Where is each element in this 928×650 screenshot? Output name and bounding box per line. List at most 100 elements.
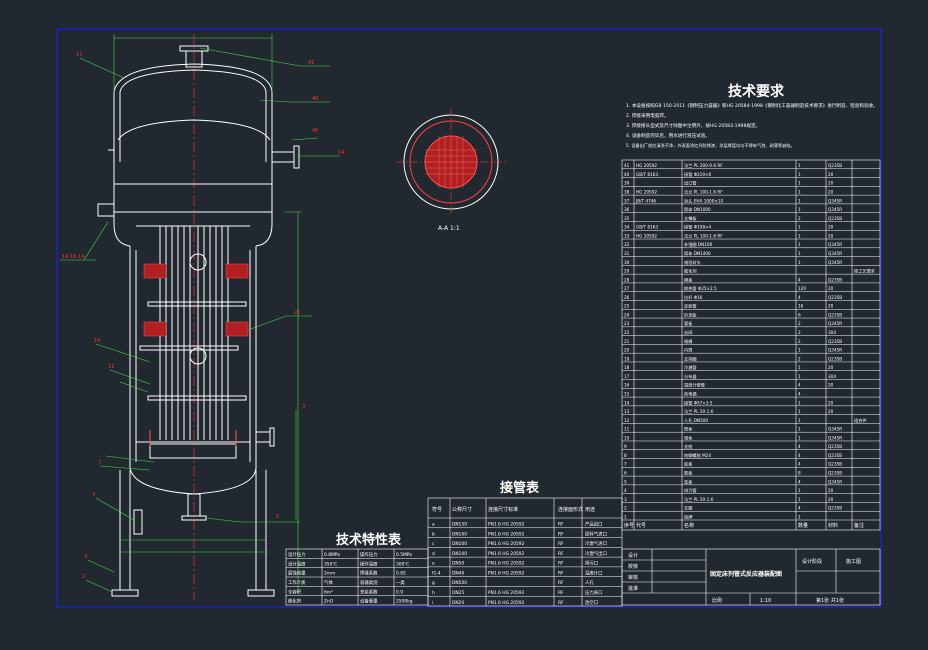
bom-cell: 20 (828, 400, 834, 405)
bom-cell: 1 (798, 435, 801, 440)
drawing-name: 固定床列管式反应器装配图 (710, 570, 782, 578)
stage-label: 设计阶段 (802, 558, 822, 565)
nozzle-header-cell: 用途 (585, 506, 595, 513)
bom-cell: 1 (798, 409, 801, 414)
bom-cell: 6 (798, 312, 801, 317)
nameplate (133, 509, 143, 535)
bom-cell: 37 (624, 198, 630, 203)
bom-header-cell: 序号 (624, 522, 634, 529)
nozzle-cell: DN25 (452, 590, 464, 596)
nozzle-cell: PN1.6 HG 20592 (488, 531, 525, 537)
svg-text:3: 3 (84, 554, 87, 560)
bom-cell: 丝网 (684, 329, 692, 336)
nozzle-cell: 冷激气进口 (585, 540, 607, 547)
bom-cell: Q235B (828, 277, 842, 282)
nozzle-cell: RF (558, 522, 564, 528)
side-nozzle-upper-right (271, 151, 295, 163)
nozzle-cell: DN20 (452, 600, 464, 606)
bom-cell: GB/T 8163 (636, 225, 658, 230)
nozzle-cell: e (432, 562, 435, 567)
bom-cell: Q345R (828, 260, 842, 265)
bom-cell: 1 (798, 514, 801, 519)
char-cell: 设计压力 (288, 551, 306, 558)
bom-cell: 筋板 (684, 469, 693, 476)
bom-cell: Q235B (828, 470, 842, 475)
bom-cell: 温度计套管 (684, 382, 705, 389)
char-cell: 0.8MPa (324, 552, 340, 558)
technical-requirements: 技术要求 1. 本设备按照GB 150-2011《钢制压力容器》和HG 2058… (626, 83, 878, 149)
bom-cell: 13 (624, 409, 630, 414)
tb-review-label: 审核 (628, 574, 638, 581)
char-cell: 设计温度 (288, 560, 306, 567)
bom-cell: 8 (798, 470, 801, 475)
bom-cell: 催化剂 (684, 268, 697, 275)
char-cell: 一类 (396, 579, 405, 586)
nozzle-cell: 冷激气出口 (585, 550, 607, 557)
bom-cell: 26 (624, 295, 630, 300)
bom-cell: 接管 Φ108×4 (684, 224, 712, 231)
bom-cell: 17 (624, 374, 630, 379)
char-cell: 催化剂 (288, 598, 302, 605)
nozzle-cell: d (432, 551, 435, 557)
bom-cell: 38 (624, 190, 630, 195)
bom-cell: 25 (624, 304, 630, 309)
bom-cell: 筒体 (684, 426, 693, 433)
side-nozzle-left (97, 203, 115, 217)
bom-cell: 4 (798, 462, 801, 467)
reactor-elevation-view (97, 34, 300, 600)
char-row-lines (286, 558, 428, 596)
bom-cell: 封头 EHA 1000×10 (684, 197, 724, 204)
char-cell: ZnO (324, 599, 334, 605)
baffle-1 (147, 301, 247, 307)
bom-cell: 30 (624, 260, 630, 265)
upper-head-inner (119, 69, 267, 93)
bom-cell: 2 (798, 339, 801, 344)
bom-cell: 1 (798, 260, 801, 265)
bom-cell: 22 (624, 330, 630, 335)
bom-cell: 地脚螺栓 M24 (684, 452, 711, 459)
char-cell: 操作压力 (360, 551, 378, 558)
reducer-right (255, 212, 273, 247)
part-numbers: 17 41 40 45 14 14 16 14 14 11 21 4 3 2 5… (62, 52, 344, 580)
tech-req-title: 技术要求 (728, 83, 785, 100)
bom-cell: 18 (624, 365, 630, 370)
bom-cell: 格栅 (684, 338, 692, 345)
bom-cell: 6 (624, 470, 627, 475)
nozzle-cell: h (432, 590, 435, 596)
bom-header-cell: 备注 (854, 522, 864, 529)
reducer-left (113, 212, 131, 247)
bom-cell: 4 (798, 383, 801, 388)
bom-cell: 41 (624, 163, 630, 168)
nozzle-cell: 人孔 (585, 579, 594, 586)
nozzle-cell: RF (558, 541, 564, 547)
bom-cell: Q345R (828, 435, 842, 440)
nozzle-cell: DN500 (452, 580, 467, 586)
bom-cell: 32 (624, 242, 630, 247)
bom-cell: 20 (828, 286, 834, 291)
bom-cell: 锥体 (684, 434, 693, 441)
stage-value: 施工图 (846, 558, 861, 565)
bom-cell: 20 (828, 409, 834, 414)
bom-cell: 120 (798, 286, 806, 291)
bom-cell: 304 (828, 374, 836, 379)
base-plate-right (247, 589, 275, 597)
scale-label: 比例 (712, 597, 722, 604)
bom-cell: 33 (624, 233, 630, 238)
bom-cell: 支腿 (684, 505, 693, 512)
bom-cell: 定距管 (684, 303, 697, 310)
svg-text:11: 11 (108, 364, 114, 370)
bom-cell: 支撑板 (684, 215, 697, 222)
catalyst-bed-marks (143, 263, 249, 337)
bom-cell: 20 (828, 225, 834, 230)
bom-cell: 1 (798, 225, 801, 230)
nozzle-cell: DN100 (452, 531, 467, 537)
bom-cell: 20 (828, 233, 834, 238)
char-cell: 容器类别 (360, 579, 378, 586)
bom-cell: 1 (798, 374, 801, 379)
char-cell: 设备重量 (360, 598, 378, 605)
bom-cell: 28 (624, 277, 630, 282)
upper-head (113, 63, 273, 93)
nozzle-cell: 压力表口 (585, 589, 603, 596)
bom-cell: 20 (828, 304, 834, 309)
